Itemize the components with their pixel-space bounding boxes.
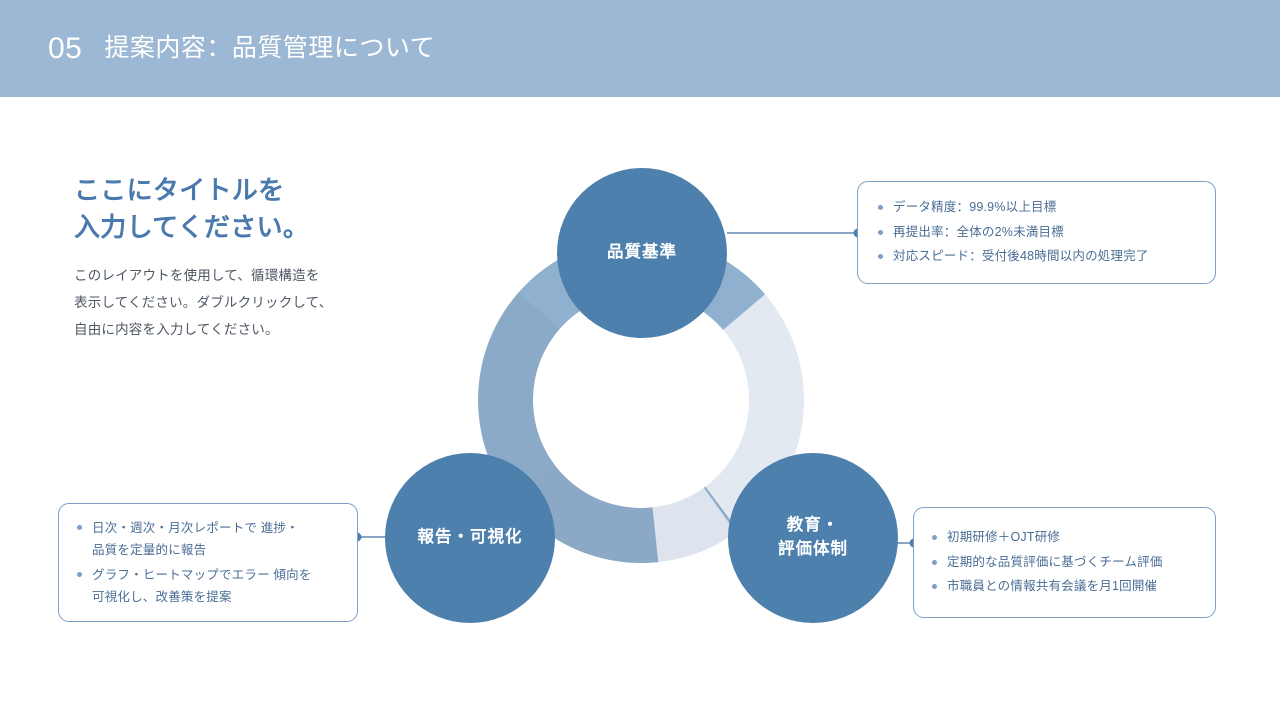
cycle-node-label: 報告・可視化: [417, 528, 523, 547]
panel-body-text: このレイアウトを使用して、循環構造を 表示してください。ダブルクリックして、 自…: [74, 267, 333, 337]
callout-list: データ精度：99.9%以上目標 再提出率：全体の2%未満目標 対応スピード：受付…: [876, 197, 1195, 268]
list-item: 市職員との情報共有会議を月1回開催: [930, 576, 1199, 598]
slide-header-band: 05 提案内容：品質管理について: [0, 0, 1280, 97]
list-item: 初期研修＋OJT研修: [930, 527, 1199, 549]
callout-reporting-visualization[interactable]: 日次・週次・月次レポートで 進捗・ 品質を定量的に報告 グラフ・ヒートマップでエ…: [58, 503, 358, 622]
cycle-node-education-evaluation[interactable]: 教育・ 評価体制: [728, 453, 898, 623]
list-item: データ精度：99.9%以上目標: [876, 197, 1195, 219]
callout-list: 初期研修＋OJT研修 定期的な品質評価に基づくチーム評価 市職員との情報共有会議…: [930, 527, 1199, 598]
panel-title: ここにタイトルを 入力してください。: [74, 175, 310, 242]
cycle-node-quality-standard[interactable]: 品質基準: [557, 168, 727, 338]
list-item: 日次・週次・月次レポートで 進捗・ 品質を定量的に報告: [75, 517, 345, 562]
callout-quality-standard[interactable]: データ精度：99.9%以上目標 再提出率：全体の2%未満目標 対応スピード：受付…: [857, 181, 1216, 284]
slide-number: 05: [48, 31, 83, 65]
ring-notch-bottom: [641, 400, 745, 625]
cycle-node-label: 品質基準: [607, 243, 677, 262]
slide-header-content: 05 提案内容：品質管理について: [48, 0, 435, 97]
cycle-node-reporting-visualization[interactable]: 報告・可視化: [385, 453, 555, 623]
list-item: 定期的な品質評価に基づくチーム評価: [930, 552, 1199, 574]
list-item: 再提出率：全体の2%未満目標: [876, 222, 1195, 244]
left-text-panel: ここにタイトルを 入力してください。 このレイアウトを使用して、循環構造を 表示…: [74, 172, 404, 343]
callout-list: 日次・週次・月次レポートで 進捗・ 品質を定量的に報告 グラフ・ヒートマップでエ…: [75, 517, 345, 609]
list-item: 対応スピード：受付後48時間以内の処理完了: [876, 246, 1195, 268]
callout-education-evaluation[interactable]: 初期研修＋OJT研修 定期的な品質評価に基づくチーム評価 市職員との情報共有会議…: [913, 507, 1216, 618]
slide-title: 提案内容：品質管理について: [104, 34, 436, 62]
cycle-node-label: 教育・ 評価体制: [778, 516, 848, 558]
connector-quality-standard: [727, 228, 863, 238]
list-item: グラフ・ヒートマップでエラー 傾向を 可視化し、改善策を提案: [75, 564, 345, 609]
